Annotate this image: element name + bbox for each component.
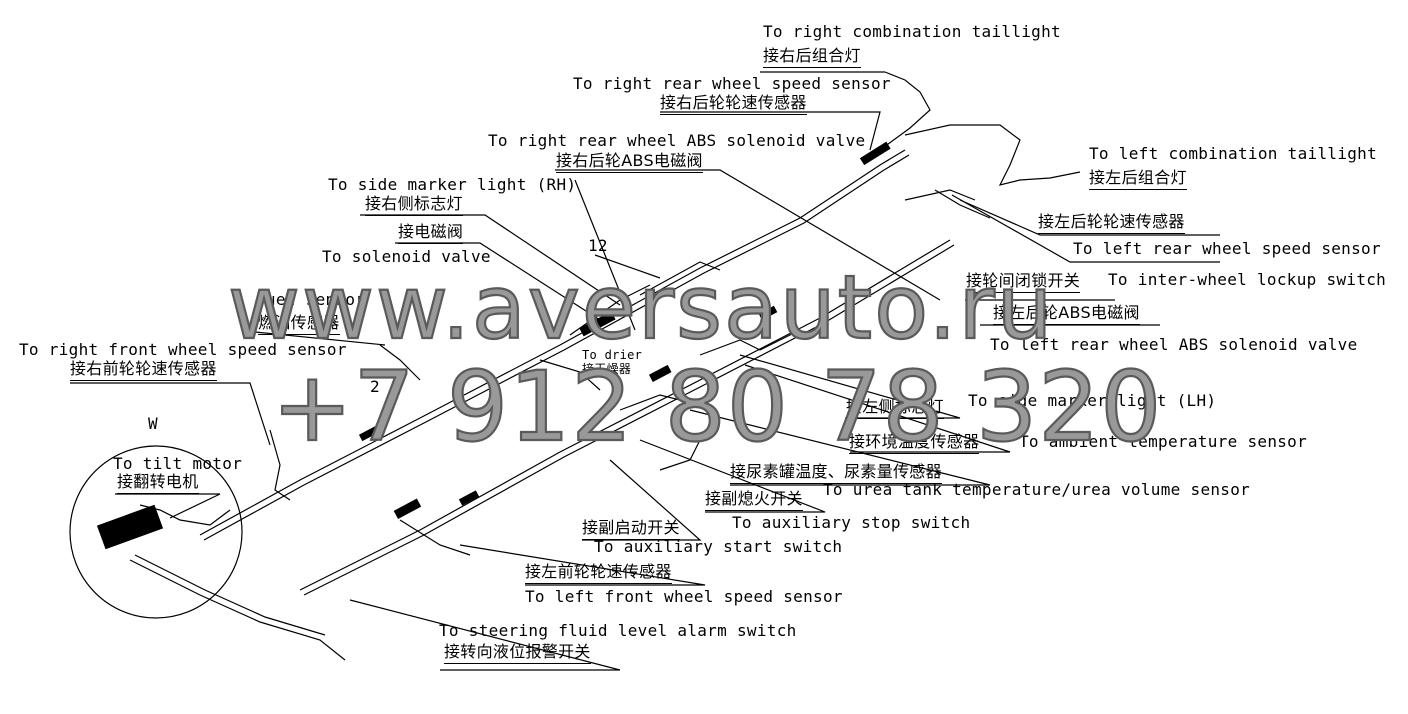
label-right-combination-taillight-zh: 接右后组合灯 [763,46,861,68]
label-left-rear-abs-en: To left rear wheel ABS solenoid valve [990,335,1358,354]
label-left-front-speed-zh: 接左前轮轮速传感器 [525,562,672,584]
label-fuel-sensor-en: Fuel sensor [256,290,366,309]
watermark-phone: +7 912 80 78 320 [271,351,1163,463]
label-aux-stop-en: To auxiliary stop switch [732,513,971,532]
label-side-marker-rh-zh: 接右侧标志灯 [365,194,463,216]
label-urea-zh: 接尿素罐温度、尿素量传感器 [730,462,942,484]
label-aux-start-en: To auxiliary start switch [594,537,843,556]
label-urea-en: To urea tank temperature/urea volume sen… [823,480,1251,499]
label-side-marker-lh-zh: 接左侧标志灯 [846,397,944,419]
label-tilt-motor-zh: 接翻转电机 [117,472,199,494]
callout-2: 2 [370,377,380,396]
label-right-rear-speed-zh: 接右后轮轮速传感器 [660,93,807,115]
callout-12: 12 [588,236,608,255]
label-solenoid-zh: 接电磁阀 [398,222,464,244]
label-right-rear-speed-en: To right rear wheel speed sensor [573,74,891,93]
label-inter-wheel-en: To inter-wheel lockup switch [1108,270,1387,289]
label-dryer-en: To drier [582,348,643,362]
label-dryer-zh: 接干燥器 [582,362,632,376]
label-ambient-temp-en: To ambient temperature sensor [1019,432,1308,451]
label-right-rear-abs-zh: 接右后轮ABS电磁阀 [556,151,703,173]
label-tilt-motor-en: To tilt motor [113,454,243,473]
label-left-combination-taillight-zh: 接左后组合灯 [1089,168,1187,190]
label-left-rear-abs-zh: 接左后轮ABS电磁阀 [993,303,1140,325]
label-left-rear-speed-en: To left rear wheel speed sensor [1073,239,1381,258]
upper-trunk [199,149,906,536]
watermark-site: www.aversauto.ru [227,256,1055,359]
detail-w-circle [69,445,243,619]
label-right-rear-abs-en: To right rear wheel ABS solenoid valve [488,131,866,150]
label-fuel-sensor-zh: 燃油传感器 [258,313,340,335]
lower-trunk [299,239,951,591]
label-side-marker-lh-en: To side marker light (LH) [968,391,1217,410]
label-solenoid-en: To solenoid valve [322,247,491,266]
upper-trunk-b [203,154,910,541]
front-harness [129,559,346,661]
label-ambient-temp-zh: 接环境温度传感器 [849,432,980,454]
label-steering-fluid-en: To steering fluid level alarm switch [439,621,797,640]
label-side-marker-rh-en: To side marker light (RH) [328,175,577,194]
label-left-rear-speed-zh: 接左后轮轮速传感器 [1038,212,1185,234]
label-inter-wheel-zh: 接轮间闭锁开关 [966,271,1081,293]
detail-w-label: W [148,414,158,433]
label-left-front-speed-en: To left front wheel speed sensor [525,587,843,606]
label-right-combination-taillight-en: To right combination taillight [763,22,1061,41]
label-aux-stop-zh: 接副熄火开关 [705,489,803,511]
label-right-front-speed-en: To right front wheel speed sensor [19,340,347,359]
label-steering-fluid-zh: 接转向液位报警开关 [444,642,591,664]
label-left-combination-taillight-en: To left combination taillight [1089,144,1378,163]
label-right-front-speed-zh: 接右前轮轮速传感器 [70,359,217,381]
label-aux-start-zh: 接副启动开关 [582,518,680,540]
